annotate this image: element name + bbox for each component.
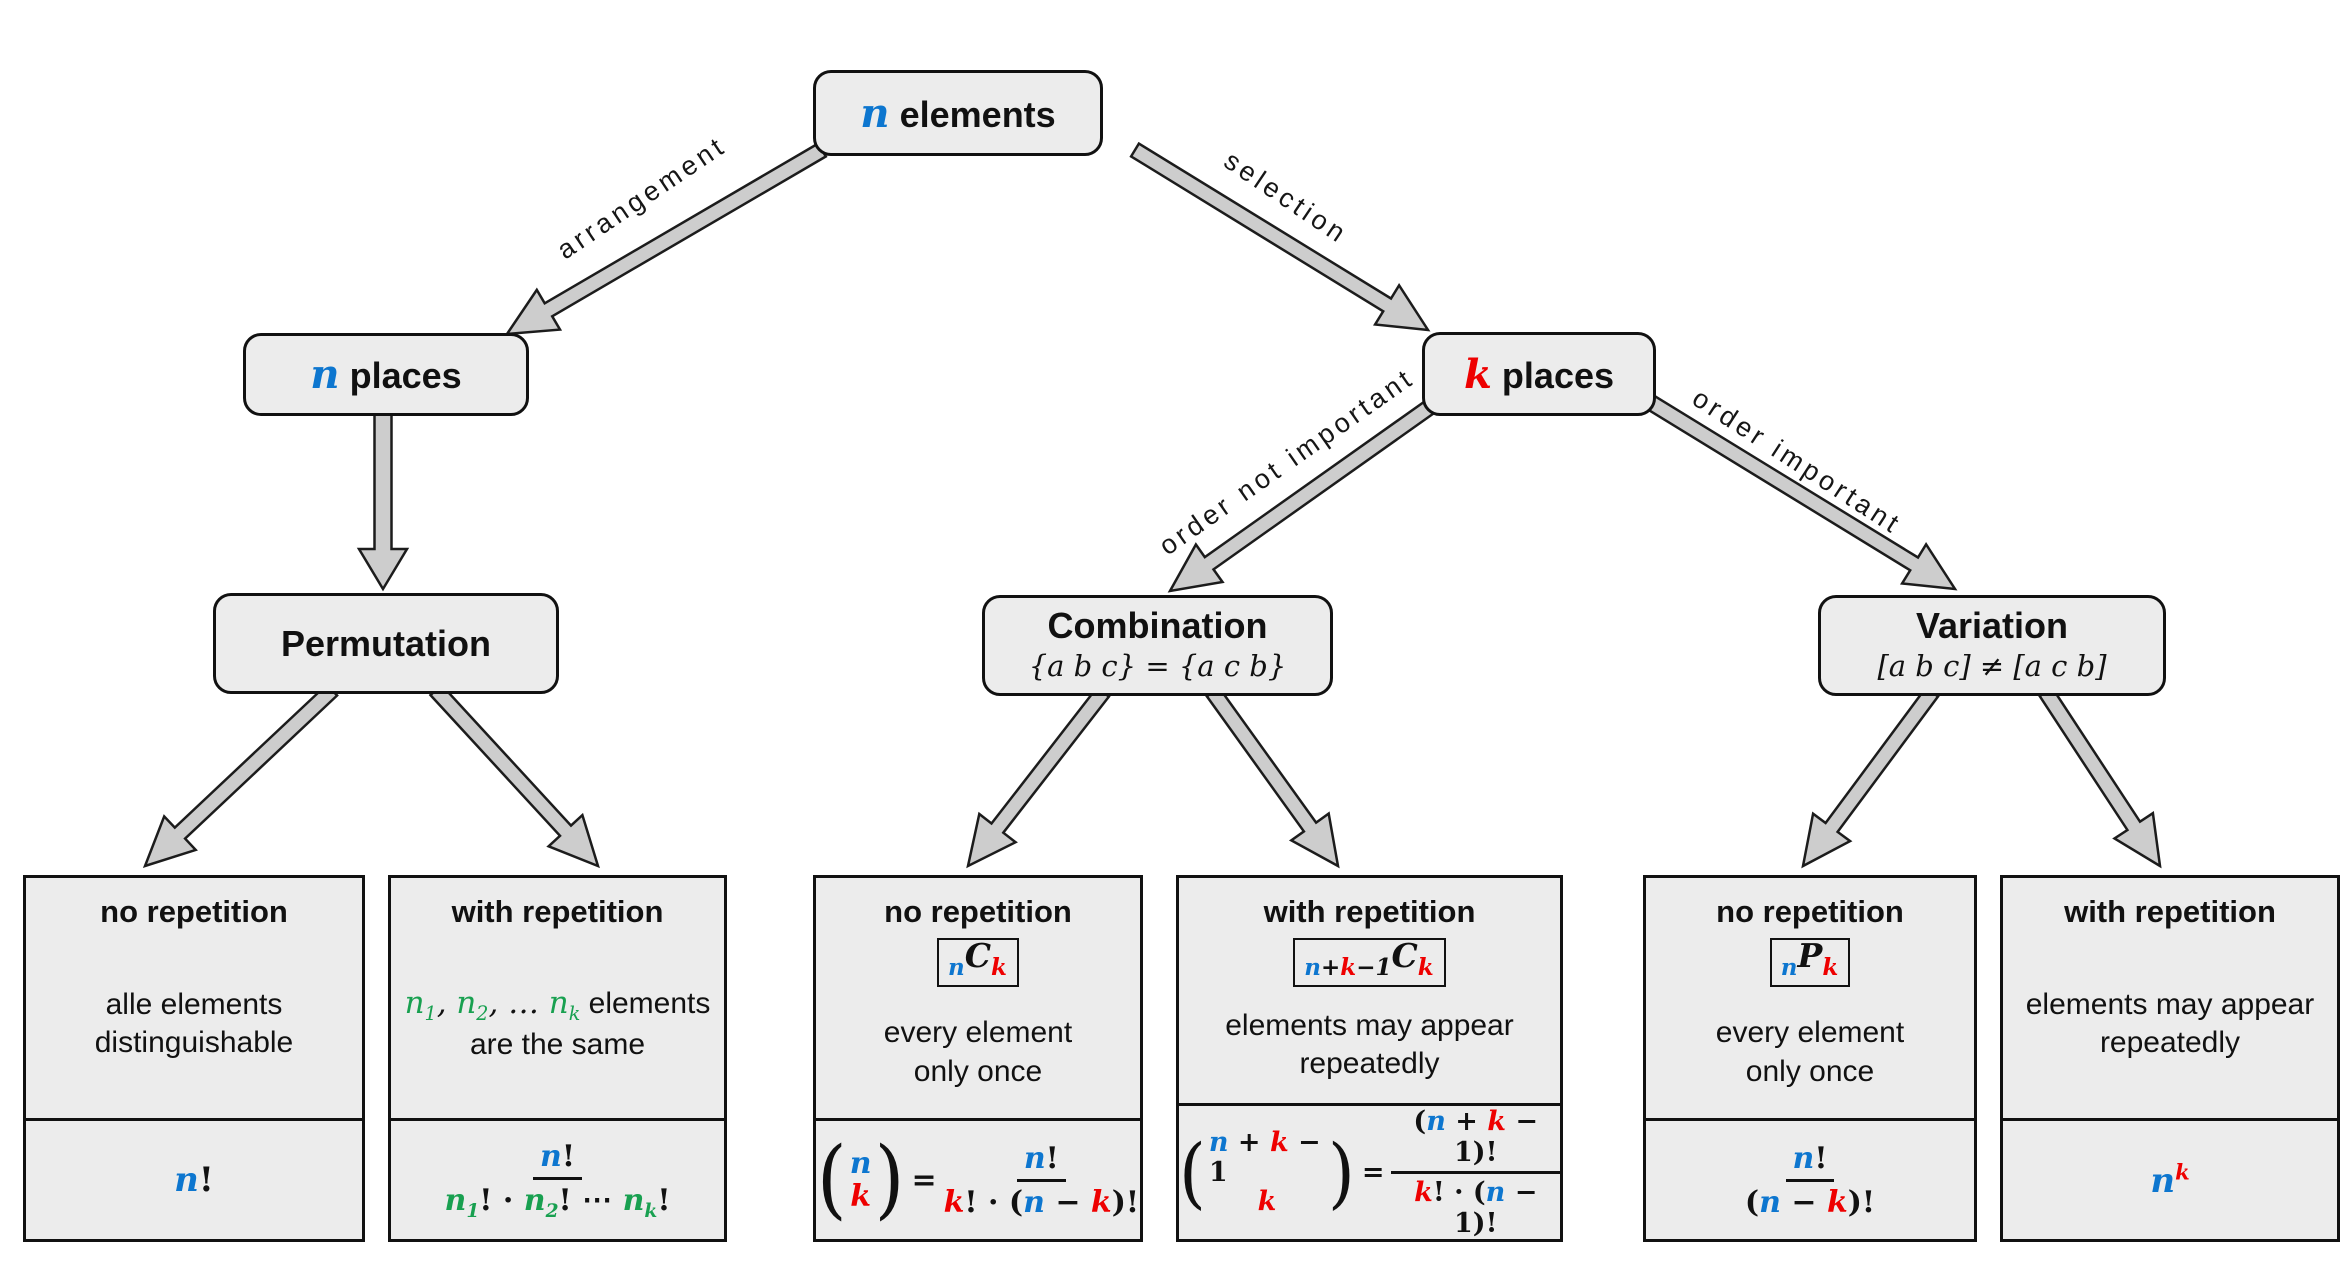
- node-k-places-title: k places: [1463, 349, 1615, 398]
- card-header: with repetition: [451, 894, 664, 929]
- card-header: with repetition: [1263, 894, 1476, 929]
- arrow-permutation-to-with-rep: [428, 683, 600, 869]
- card-description: every element only once: [1716, 987, 1904, 1118]
- arrow-root-to-n-places: [504, 141, 828, 336]
- node-n-places-title: n places: [310, 350, 462, 399]
- arrow-variation-to-no-rep: [1801, 685, 1940, 869]
- description-line: elements may appear: [2025, 987, 2315, 1021]
- arrow-permutation-to-no-rep: [142, 682, 339, 868]
- card-header: no repetition: [884, 894, 1072, 929]
- arrow-k-places-to-combination: [1167, 396, 1441, 593]
- node-combination: Combination {a b c} = {a c b}: [982, 595, 1333, 696]
- description-line: n1, n2, … nk elements: [404, 984, 711, 1025]
- description-line: only once: [913, 1054, 1043, 1088]
- formula-partial-permutation: n!(n − k)!: [1744, 1140, 1876, 1220]
- card-header: with repetition: [2064, 894, 2276, 929]
- node-permutation-title: Permutation: [280, 622, 492, 664]
- node-combination-example: {a b c} = {a c b}: [1028, 648, 1287, 683]
- arrow-combination-to-with-rep: [1205, 685, 1340, 869]
- arrow-combination-to-no-rep: [966, 685, 1111, 869]
- arrow-k-places-to-variation: [1644, 393, 1958, 591]
- node-n-elements: n elements: [813, 70, 1103, 156]
- description-line: are the same: [469, 1028, 646, 1062]
- node-combination-title: Combination: [1047, 605, 1268, 647]
- node-variation: Variation [a b c] ≠ [a c b]: [1818, 595, 2166, 696]
- node-variation-example: [a b c] ≠ [a c b]: [1877, 648, 2107, 683]
- card-description: alle elements distinguishable: [95, 930, 293, 1118]
- description-line: repeatedly: [1299, 1047, 1440, 1080]
- description-line: every element: [1715, 1016, 1905, 1050]
- card-header: no repetition: [100, 894, 288, 929]
- node-k-places: k places: [1422, 332, 1656, 416]
- card-variation-with-repetition: with repetition elements may appear repea…: [2000, 875, 2340, 1242]
- node-n-places: n places: [243, 333, 529, 416]
- formula-multiset-permutation: n!n1! · n2! ⋯ nk!: [444, 1138, 671, 1222]
- description-line: alle elements: [105, 987, 283, 1021]
- formula-n-factorial: n!: [174, 1160, 214, 1200]
- card-permutation-no-repetition: no repetition alle elements distinguishab…: [23, 875, 365, 1242]
- formula-n-power-k: nk: [2150, 1159, 2190, 1201]
- description-line: only once: [1745, 1054, 1875, 1088]
- card-description: elements may appear repeatedly: [2026, 930, 2315, 1118]
- arrow-variation-to-with-rep: [2037, 686, 2162, 869]
- card-description: every element only once: [884, 987, 1072, 1118]
- arrow-n-places-to-permutation: [356, 409, 410, 592]
- node-n-elements-title: n elements: [860, 88, 1056, 137]
- arrow-root-to-k-places: [1129, 141, 1431, 332]
- node-variation-title: Variation: [1915, 605, 2069, 647]
- description-line: elements may appear: [1225, 1008, 1514, 1042]
- description-line: every element: [883, 1016, 1073, 1050]
- description-line: distinguishable: [94, 1026, 294, 1059]
- description-line: repeatedly: [2099, 1026, 2241, 1059]
- node-permutation: Permutation: [213, 593, 559, 694]
- card-header: no repetition: [1716, 894, 1904, 929]
- card-description: elements may appear repeatedly: [1225, 987, 1514, 1103]
